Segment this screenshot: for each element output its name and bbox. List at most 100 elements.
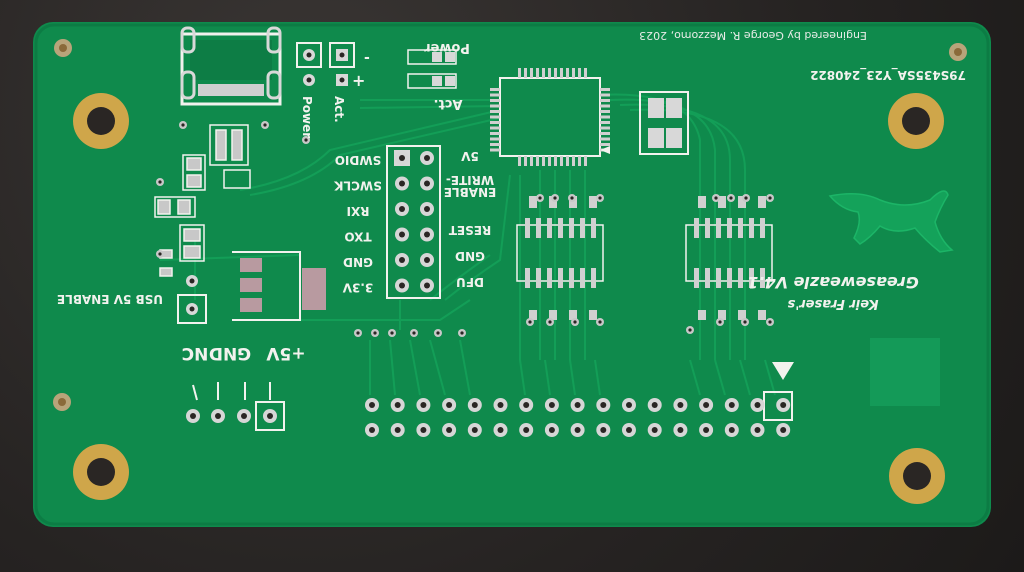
floppy-pin [673, 423, 688, 437]
chip-pin [705, 268, 710, 288]
silkscreen-text: Power - + Act. Power Act. Engineered by … [57, 29, 966, 363]
chip-pin [749, 268, 754, 288]
via-hole [570, 196, 574, 200]
chip-pin [760, 268, 765, 288]
brand-line2: Greaseweazle V4.1 [747, 273, 918, 292]
header-pin [420, 151, 434, 165]
voltage-regulator-footprint [232, 251, 326, 321]
floppy-pin [673, 398, 688, 412]
via-hole [460, 331, 464, 335]
via-hole [181, 123, 185, 127]
power-pin [211, 409, 225, 423]
chip-pin [749, 218, 754, 238]
floppy-pin [519, 423, 534, 437]
resistor-pad [738, 196, 746, 208]
header-left-label: TXO [344, 230, 371, 244]
chip-pin [558, 218, 563, 238]
floppy-pin [724, 423, 739, 437]
chip-pin [536, 218, 541, 238]
resistor-pad [549, 196, 557, 208]
crystal-footprint [639, 91, 689, 155]
qfp-pin [490, 99, 500, 102]
qfp-pin [548, 68, 551, 78]
floppy-connector-header [365, 362, 794, 437]
qfp-pin [490, 137, 500, 141]
floppy-pin [390, 398, 405, 412]
floppy-pin [467, 423, 482, 437]
power-pin [186, 409, 200, 423]
header-pin [395, 227, 409, 242]
floppy-pin [544, 423, 559, 437]
power-pin-label: GND [209, 343, 251, 363]
chip-pin [591, 218, 596, 238]
qfp-pin [600, 121, 610, 124]
qfp-pin [578, 68, 581, 78]
header-pin [420, 227, 434, 242]
qfp-pin [600, 137, 610, 141]
mounting-hole-top-left [73, 93, 129, 149]
via-hole [553, 196, 557, 200]
via-hole [263, 123, 267, 127]
qfp-pin [600, 132, 610, 135]
floppy-pin [544, 398, 559, 412]
minus-sign: - [364, 50, 370, 66]
header-right-label: ENABLE [444, 185, 497, 199]
qfp-pin [542, 68, 545, 78]
qfp-pin [524, 68, 527, 78]
chip-pin [569, 268, 574, 288]
header-left-label: RXI [347, 204, 370, 218]
floppy-pin [390, 423, 405, 437]
qfp-pin [548, 156, 551, 166]
usb-5v-enable-jumper [177, 275, 207, 324]
resistor-pad [589, 196, 597, 208]
qfp-pin [490, 148, 500, 152]
via-hole [304, 138, 308, 142]
brand-line1: Keir Fraser's [787, 296, 878, 311]
qfp-pin [490, 88, 500, 91]
weasel-logo [828, 190, 954, 253]
resistor-pad [738, 310, 746, 320]
qfp-pin [530, 68, 533, 78]
qfp-pin [554, 156, 557, 166]
floppy-pin [442, 423, 457, 437]
mounting-hole-bottom-right [889, 448, 945, 504]
via-hole [718, 320, 722, 324]
header-pin [395, 151, 409, 165]
chip-pin [547, 218, 552, 238]
floppy-pin [570, 423, 585, 437]
exposed-copper-area [870, 338, 940, 406]
via-hole [768, 196, 772, 200]
power-pin-label: +5V [266, 343, 306, 363]
floppy-pin [596, 398, 611, 412]
via-hole [548, 320, 552, 324]
chip-pin [716, 218, 721, 238]
via-hole [768, 320, 772, 324]
chip-pin [694, 268, 699, 288]
resistor-pad [758, 310, 766, 320]
qfp-pin [490, 104, 500, 108]
chip-pin [569, 218, 574, 238]
floppy-pin [647, 423, 662, 437]
power-pin [263, 409, 277, 423]
qfp-pin [518, 68, 521, 78]
qfp-pin [560, 68, 563, 78]
via-hole [356, 331, 360, 335]
mounting-hole-bottom-left [73, 444, 129, 500]
resistor-pad [529, 310, 537, 320]
header-pin [420, 253, 434, 267]
qfp-pin [600, 110, 610, 113]
qfp-pin [600, 88, 610, 91]
via-hole [390, 331, 394, 335]
power-connector [186, 382, 285, 431]
qfp-pin [584, 156, 587, 166]
floppy-pin [493, 398, 508, 412]
chip-pin [525, 218, 530, 238]
resistor-pad [569, 196, 577, 208]
qfp-pin [490, 115, 500, 119]
qfp-pin [542, 156, 545, 166]
via-hole [538, 196, 542, 200]
via-hole [158, 180, 162, 184]
via-hole [744, 196, 748, 200]
serial-text: 79S435SA_Y23_240822 [810, 67, 966, 82]
microcontroller-footprint [490, 68, 610, 166]
